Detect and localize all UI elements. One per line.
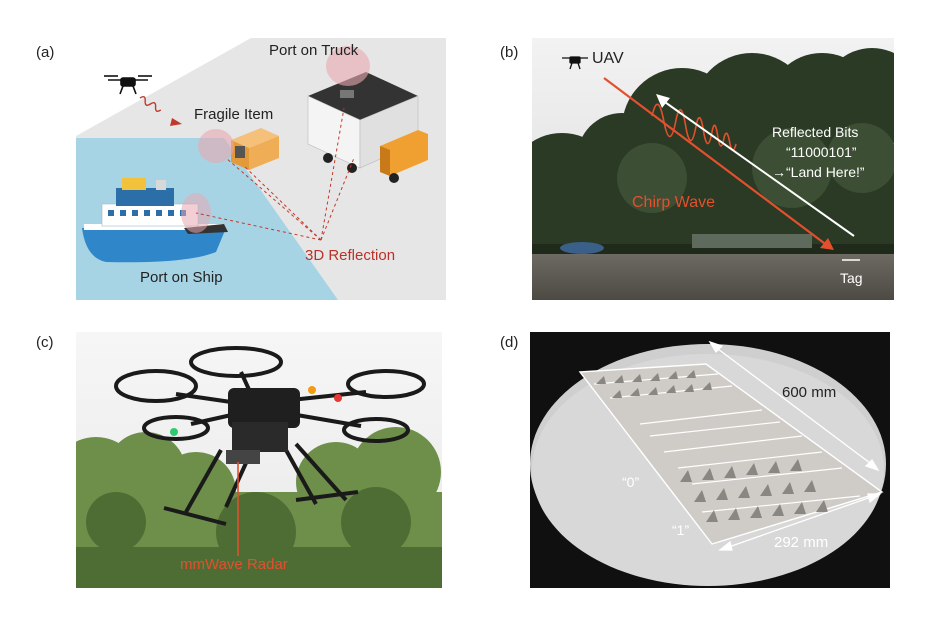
uav-label: UAV bbox=[592, 50, 624, 67]
drone-icon bbox=[104, 75, 152, 95]
port-on-truck-label: Port on Truck bbox=[269, 42, 359, 59]
dimension-arrows bbox=[708, 340, 882, 551]
fragile-item-label: Fragile Item bbox=[194, 106, 274, 123]
land-here-label: →“Land Here!” bbox=[772, 164, 865, 180]
panel-c-photo: mmWave Radar bbox=[76, 332, 442, 588]
chirp-wave-line bbox=[651, 103, 737, 151]
width-dimension-label: 292 mm bbox=[774, 534, 829, 551]
mmwave-radar-label: mmWave Radar bbox=[180, 556, 288, 573]
tag-pattern bbox=[578, 363, 884, 545]
bits-value-label: “11000101” bbox=[786, 144, 857, 160]
panel-label-d: (d) bbox=[500, 334, 519, 351]
panel-d-photo: 600 mm 292 mm “0” “1” bbox=[530, 332, 890, 588]
bit-zero-label: “0” bbox=[622, 474, 640, 490]
reflected-bits-label: Reflected Bits bbox=[772, 124, 859, 140]
bit-one-label: “1” bbox=[672, 522, 690, 538]
reflection-label: 3D Reflection bbox=[305, 247, 396, 264]
port-on-ship-label: Port on Ship bbox=[140, 269, 223, 286]
panel-label-a: (a) bbox=[36, 44, 55, 61]
length-dimension-label: 600 mm bbox=[782, 384, 837, 401]
panel-label-b: (b) bbox=[500, 44, 519, 61]
quadcopter-drone bbox=[114, 346, 426, 526]
panel-a-illustration: Port on Truck Fragile Item Port on Ship … bbox=[76, 38, 446, 300]
uav-icon bbox=[562, 56, 588, 70]
truck-illustration bbox=[307, 46, 428, 183]
chirp-ray bbox=[603, 77, 829, 247]
reflected-ray bbox=[661, 99, 855, 237]
ship-illustration bbox=[82, 178, 228, 263]
panel-b-photo: UAV Reflected Bits “11000101” →“Land Her… bbox=[532, 38, 894, 300]
tag-label: Tag bbox=[840, 270, 863, 286]
chirp-wave-label: Chirp Wave bbox=[632, 194, 715, 211]
panel-label-c: (c) bbox=[36, 334, 54, 351]
reflection-lines bbox=[195, 107, 355, 241]
fragile-item-box bbox=[198, 128, 279, 170]
